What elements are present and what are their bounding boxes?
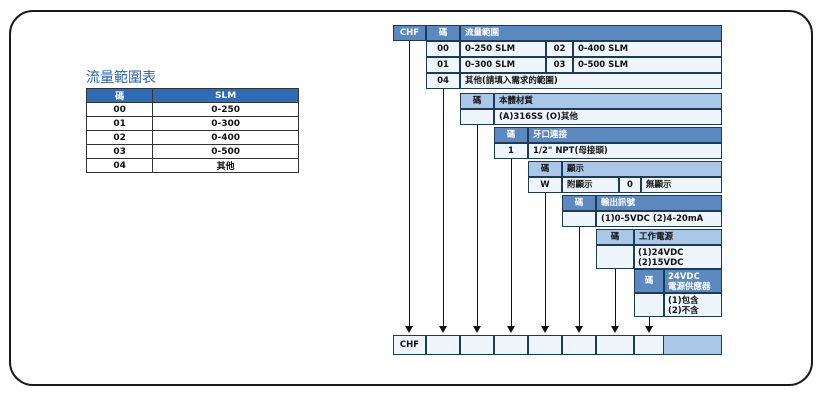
bottom-prefix-cell: CHF <box>393 335 426 355</box>
connector-line <box>443 89 444 326</box>
flow-code-label: 碼 <box>426 25 460 41</box>
display-w-value: 附顯示 <box>562 177 619 193</box>
supply-empty-cell <box>634 293 664 317</box>
display-code-0: 0 <box>619 177 641 193</box>
flow-range-title: 流量範圍 <box>460 25 722 41</box>
supply-code-label: 碼 <box>634 269 664 293</box>
content-frame <box>9 10 813 386</box>
conn-title: 牙口連接 <box>528 127 722 143</box>
flow-val-03: 0-500 SLM <box>573 57 722 73</box>
material-title: 本體材質 <box>494 93 722 109</box>
arrow-down-icon <box>611 326 619 333</box>
slm-cell: 其他 <box>152 158 299 173</box>
code-cell: 03 <box>85 144 154 159</box>
power-empty-cell <box>596 245 634 269</box>
signal-empty-cell <box>562 211 596 227</box>
flow-range-table-title: 流量範圍表 <box>86 70 156 86</box>
material-values: (A)316SS (O)其他 <box>494 109 722 125</box>
supply-value-1: (1)包含 <box>668 296 699 306</box>
connector-line <box>545 193 546 326</box>
signal-values: (1)0-5VDC (2)4-20mA <box>596 211 722 227</box>
material-code-label: 碼 <box>460 93 494 109</box>
code-cell: 01 <box>85 116 154 131</box>
material-empty-cell <box>460 109 494 125</box>
conn-value: 1/2" NPT(母接頭) <box>528 143 722 159</box>
flow-code-04: 04 <box>426 73 460 89</box>
flow-code-00: 00 <box>426 41 460 57</box>
display-title: 顯示 <box>562 161 722 177</box>
power-code-label: 碼 <box>596 229 634 245</box>
power-value-2: (2)15VDC <box>638 258 684 268</box>
power-title: 工作電源 <box>634 229 722 245</box>
supply-values: (1)包含 (2)不含 <box>664 293 722 317</box>
flow-val-01: 0-300 SLM <box>460 57 546 73</box>
arrow-down-icon <box>645 326 653 333</box>
connector-line <box>649 317 650 326</box>
signal-code-label: 碼 <box>562 195 596 211</box>
signal-title: 輸出訊號 <box>596 195 722 211</box>
arrow-down-icon <box>439 326 447 333</box>
code-cell: 04 <box>85 158 154 173</box>
code-slot-supply <box>634 335 664 355</box>
col-header-slm: SLM <box>152 88 299 103</box>
arrow-down-icon <box>405 326 413 333</box>
code-slot-connection <box>494 335 528 355</box>
slm-cell: 0-250 <box>152 102 299 117</box>
supply-title-line1: 24VDC <box>668 272 700 282</box>
connector-line <box>579 227 580 326</box>
conn-code-1: 1 <box>494 143 528 159</box>
code-slot-power <box>596 335 634 355</box>
flow-val-04: 其他(請填入需求的範圍) <box>460 73 722 89</box>
power-values: (1)24VDC (2)15VDC <box>634 245 722 269</box>
flow-val-00: 0-250 SLM <box>460 41 546 57</box>
arrow-down-icon <box>575 326 583 333</box>
code-slot-material <box>460 335 494 355</box>
display-code-w: W <box>528 177 562 193</box>
arrow-down-icon <box>473 326 481 333</box>
connector-line <box>615 269 616 326</box>
slm-cell: 0-300 <box>152 116 299 131</box>
code-slot-signal <box>562 335 596 355</box>
supply-title: 24VDC 電源供應器 <box>664 269 722 293</box>
supply-title-line2: 電源供應器 <box>668 282 711 292</box>
display-code-label: 碼 <box>528 161 562 177</box>
arrow-down-icon <box>507 326 515 333</box>
connector-line <box>409 41 410 326</box>
power-value-1: (1)24VDC <box>638 248 684 258</box>
flow-val-02: 0-400 SLM <box>573 41 722 57</box>
prefix-cell: CHF <box>393 25 426 41</box>
arrow-down-icon <box>541 326 549 333</box>
code-cell: 00 <box>85 102 154 117</box>
flow-code-03: 03 <box>546 57 573 73</box>
slm-cell: 0-500 <box>152 144 299 159</box>
connector-line <box>477 125 478 326</box>
col-header-code: 碼 <box>85 88 154 103</box>
slm-cell: 0-400 <box>152 130 299 145</box>
connector-line <box>511 159 512 326</box>
code-slot-display <box>528 335 562 355</box>
flow-code-02: 02 <box>546 41 573 57</box>
code-slot-flow <box>426 335 460 355</box>
display-0-value: 無顯示 <box>641 177 722 193</box>
conn-code-label: 碼 <box>494 127 528 143</box>
supply-value-2: (2)不含 <box>668 306 699 316</box>
flow-code-01: 01 <box>426 57 460 73</box>
code-cell: 02 <box>85 130 154 145</box>
